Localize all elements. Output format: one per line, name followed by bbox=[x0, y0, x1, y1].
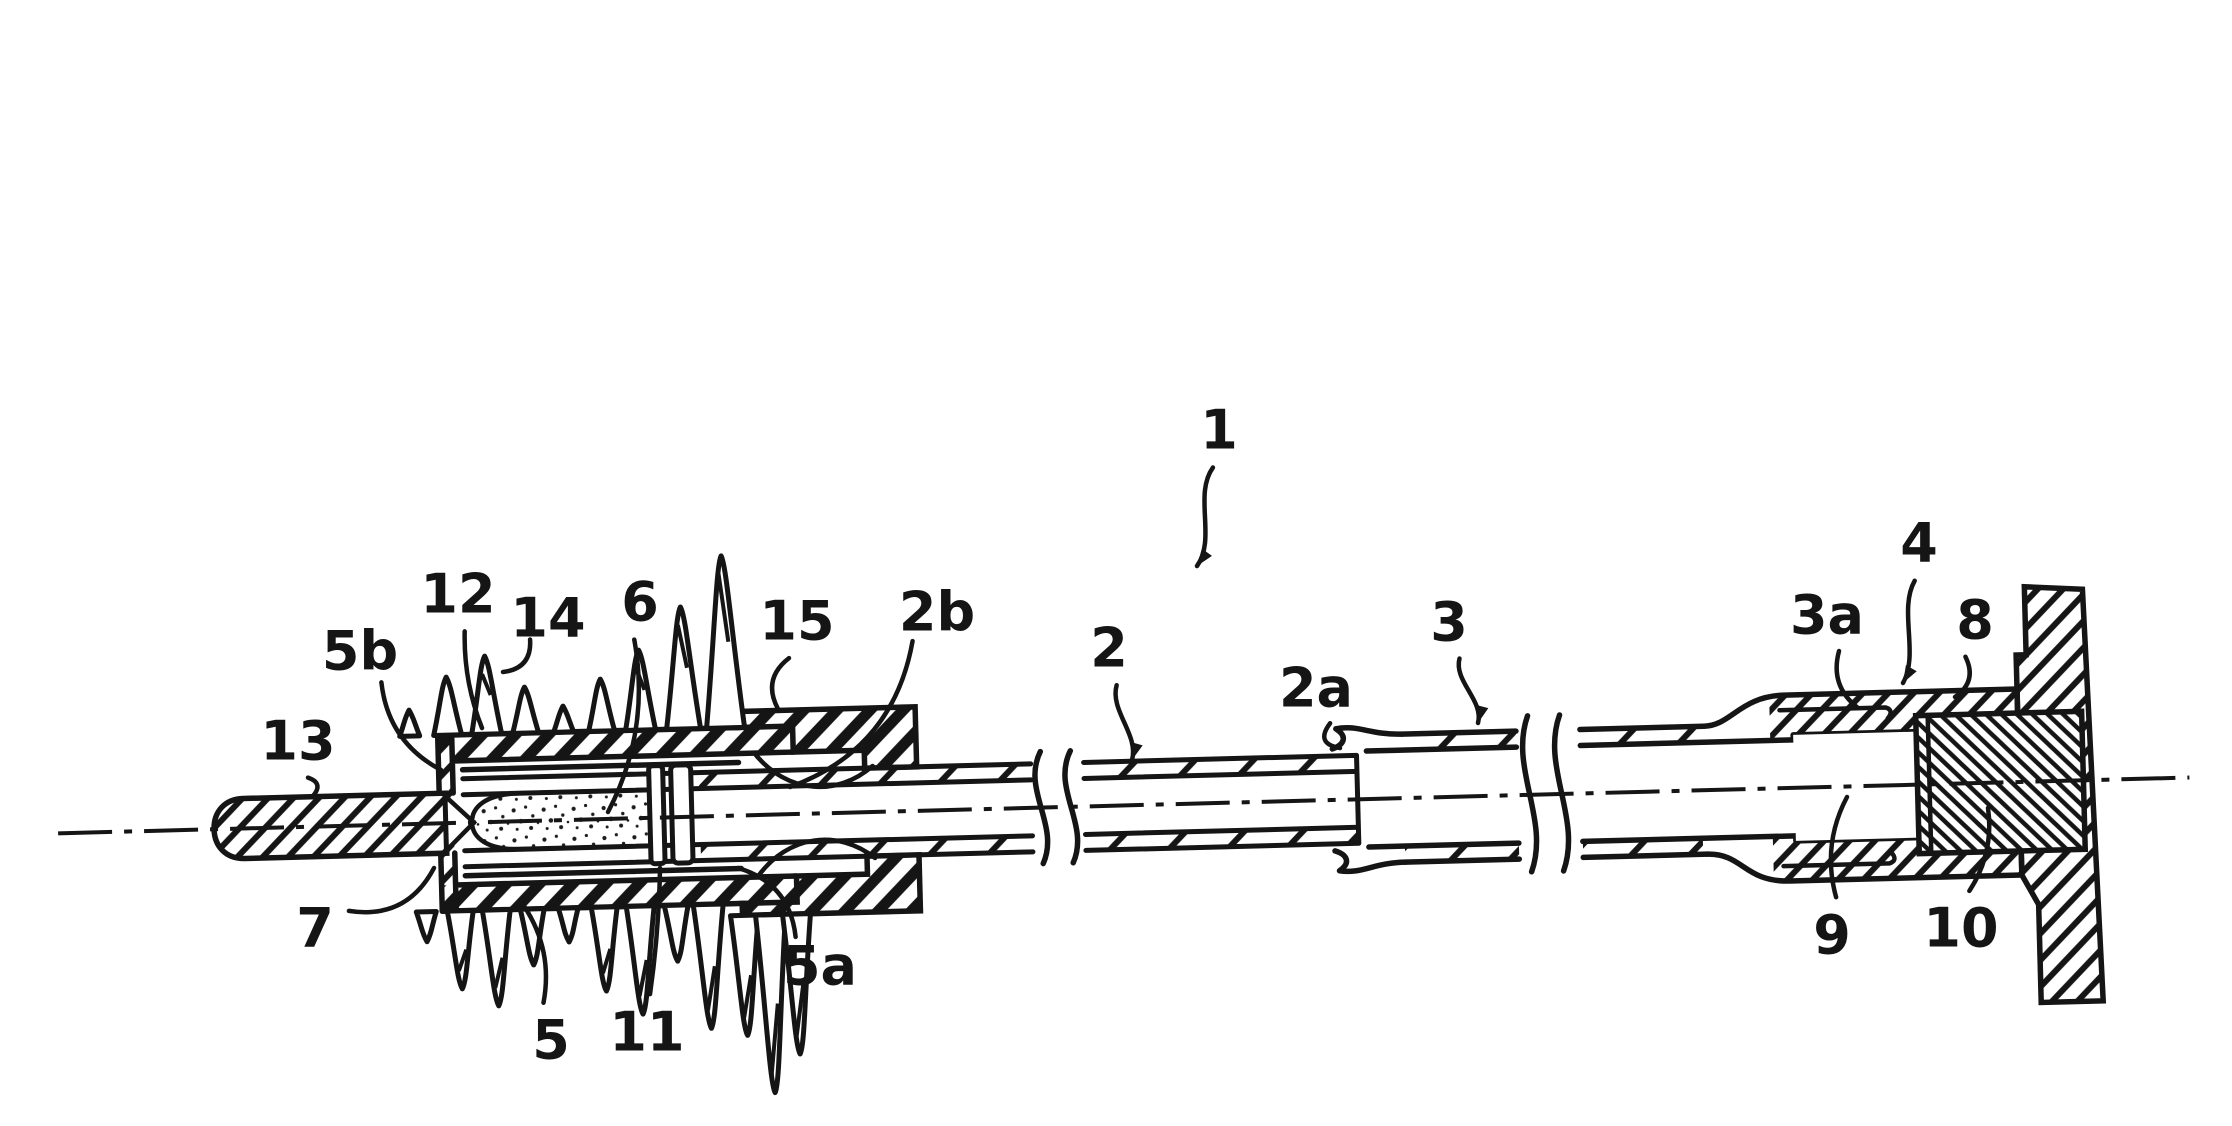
leader-arrowhead-3 bbox=[1476, 705, 1488, 723]
ref-label-13: 13 bbox=[260, 710, 335, 773]
leader-7 bbox=[349, 868, 434, 912]
ref-label-1: 1 bbox=[1200, 399, 1238, 462]
leader-3 bbox=[1459, 659, 1479, 723]
fin-bottom bbox=[447, 910, 475, 989]
ref-label-2: 2 bbox=[1090, 617, 1128, 680]
leader-2 bbox=[1116, 685, 1134, 760]
ref-label-4: 4 bbox=[1900, 512, 1938, 575]
ref-label-10: 10 bbox=[1923, 897, 1998, 960]
leader-15 bbox=[772, 658, 789, 709]
leader-arrowhead-4 bbox=[1903, 665, 1917, 683]
fin-bottom bbox=[591, 907, 619, 992]
ref-label-5b: 5b bbox=[322, 620, 398, 683]
fin-bottom bbox=[482, 910, 513, 1007]
ref-label-14: 14 bbox=[510, 587, 585, 650]
fin-bottom bbox=[416, 911, 437, 942]
fin-top bbox=[399, 710, 420, 737]
ref-label-9: 9 bbox=[1813, 904, 1851, 967]
fin-top bbox=[553, 706, 574, 733]
ref-label-11: 11 bbox=[609, 1001, 684, 1064]
ref-label-5: 5 bbox=[532, 1009, 570, 1072]
fin-top bbox=[702, 555, 744, 728]
fin-bottom bbox=[558, 908, 579, 943]
leader-arrowhead-1 bbox=[1197, 549, 1212, 566]
fin-bottom bbox=[664, 905, 689, 962]
leader-arrowhead-2 bbox=[1131, 742, 1143, 760]
ref-label-8: 8 bbox=[1956, 589, 1994, 652]
fin-top bbox=[587, 679, 614, 732]
ref-label-2b: 2b bbox=[899, 581, 975, 644]
ref-label-6: 6 bbox=[621, 571, 659, 634]
ref-label-3a: 3a bbox=[1790, 584, 1864, 647]
fin-top bbox=[663, 607, 700, 730]
ref-label-12: 12 bbox=[420, 563, 495, 626]
ref-label-15: 15 bbox=[759, 590, 834, 653]
fin-top bbox=[511, 687, 538, 734]
ref-label-5a: 5a bbox=[783, 935, 857, 998]
fin-top bbox=[470, 656, 502, 735]
fin-top bbox=[432, 677, 462, 736]
ref-label-2a: 2a bbox=[1279, 657, 1353, 720]
ref-label-3: 3 bbox=[1430, 591, 1468, 654]
washer-11 bbox=[649, 765, 694, 864]
ref-label-7: 7 bbox=[296, 897, 334, 960]
leader-13 bbox=[308, 778, 317, 796]
